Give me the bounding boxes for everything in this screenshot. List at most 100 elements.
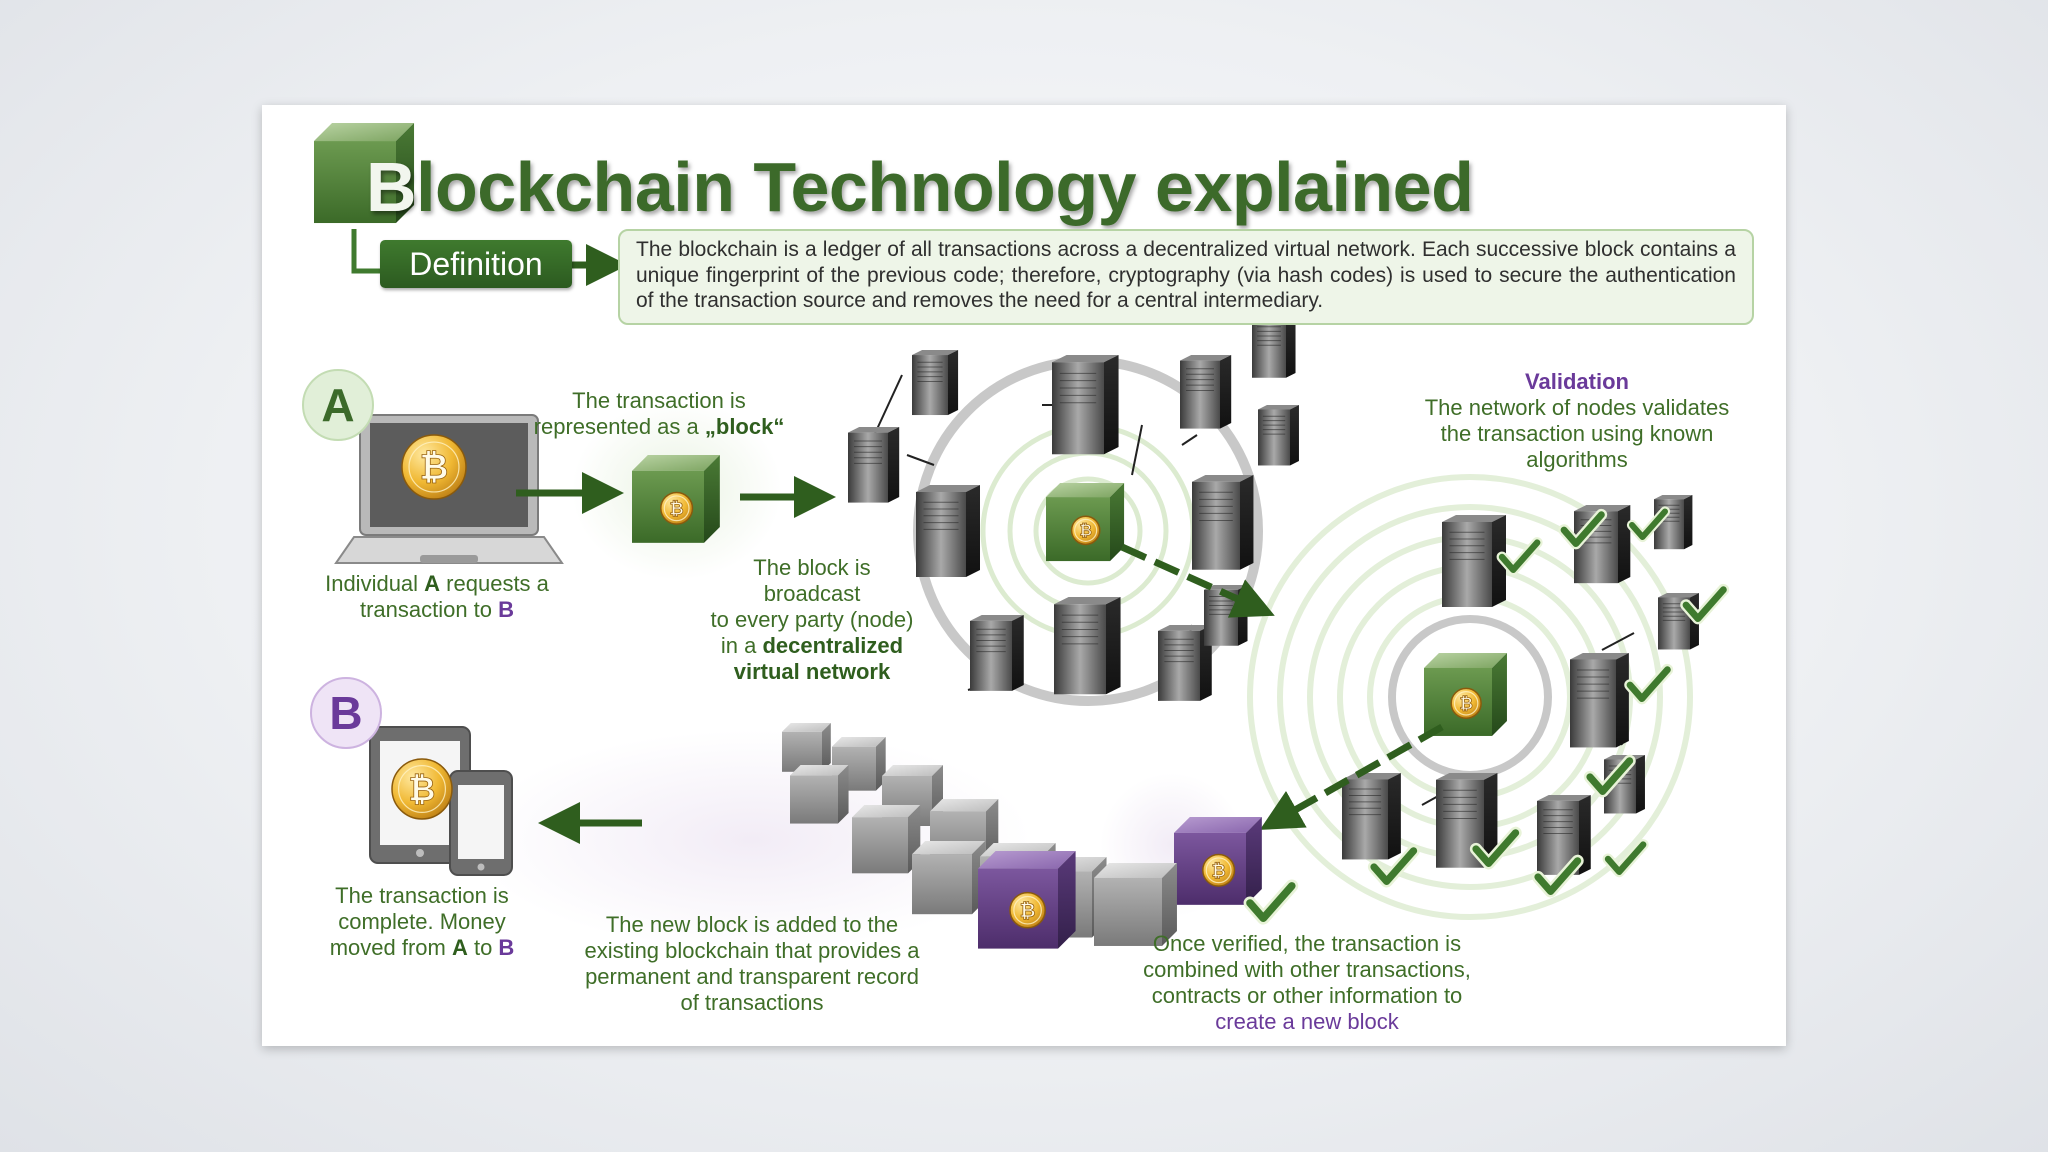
server-front xyxy=(1192,481,1240,570)
checkmark-icon xyxy=(1531,854,1584,898)
server-side xyxy=(1616,653,1629,748)
coin-rim xyxy=(1074,518,1098,542)
checkmark-icon xyxy=(1583,754,1636,798)
cube-top xyxy=(978,851,1076,869)
checkmark-icon xyxy=(1469,826,1522,870)
server-top xyxy=(1654,495,1693,500)
server-top xyxy=(1570,653,1629,660)
server-icon xyxy=(1436,773,1498,868)
server-side xyxy=(1238,585,1248,646)
coin-rim xyxy=(663,495,690,522)
block-line2-pre: represented as a xyxy=(533,414,705,439)
server-front xyxy=(970,620,1012,691)
coin-rim xyxy=(398,764,447,813)
arrow-network-to-validation xyxy=(1120,543,1275,618)
phone-button xyxy=(477,863,485,871)
checkmark-icon xyxy=(1367,844,1420,888)
server-icon xyxy=(1158,625,1212,701)
server-icon xyxy=(1574,505,1631,584)
server-side xyxy=(1286,315,1296,378)
request-pre: Individual xyxy=(325,571,425,596)
check-stroke xyxy=(1472,829,1520,867)
cube-top xyxy=(852,805,921,818)
server-front xyxy=(1570,659,1616,748)
validation-heading: Validation xyxy=(1525,369,1629,394)
complete-line1: The transaction is xyxy=(335,883,509,908)
server-top xyxy=(1658,593,1699,598)
validation-block-icon: ₿ xyxy=(1424,653,1507,736)
broadcast-block-icon: ₿ xyxy=(1046,483,1125,562)
check-stroke xyxy=(1682,586,1727,622)
laptop-icon: ₿ xyxy=(334,414,564,564)
cube-top xyxy=(1174,817,1262,833)
complete-b: B xyxy=(498,935,515,960)
chain-block-icon xyxy=(852,805,921,874)
validation-line3: algorithms xyxy=(1526,447,1628,472)
server-icon xyxy=(1054,597,1121,695)
marker-a: A xyxy=(302,369,374,441)
complete-to: to xyxy=(467,935,499,960)
cube-front xyxy=(1094,877,1162,946)
server-top xyxy=(1436,773,1498,780)
bitcoin-coin-icon xyxy=(1009,891,1046,929)
server-front xyxy=(1054,604,1106,695)
step-request-text: Individual A requests a transaction to B xyxy=(292,571,582,623)
broadcast-line4-bold: decentralized xyxy=(762,633,904,658)
cube-top xyxy=(632,455,720,471)
chain-block-icon xyxy=(1094,863,1177,946)
cube-side xyxy=(396,123,415,224)
bitcoin-coin-icon xyxy=(1202,853,1236,887)
step-complete-text: The transaction is complete. Money moved… xyxy=(302,883,542,961)
cube-front xyxy=(314,141,396,224)
cube-side xyxy=(838,765,849,824)
broadcast-line4-pre: in a xyxy=(720,633,763,658)
step-validation-text: Validation The network of nodes validate… xyxy=(1412,369,1742,473)
checkmark-icon xyxy=(1496,537,1543,576)
step-verified-text: Once verified, the transaction is combin… xyxy=(1122,931,1492,1035)
step-chain-text: The new block is added to the existing b… xyxy=(562,912,942,1016)
broadcast-line3: to every party (node) xyxy=(710,607,914,632)
cube-top xyxy=(912,841,986,855)
server-side xyxy=(1684,495,1693,550)
validation-line1: The network of nodes validates xyxy=(1424,395,1730,420)
server-side xyxy=(966,485,980,577)
cube-front xyxy=(912,854,972,915)
arrow-validation-to-new-block xyxy=(1259,723,1444,830)
block-line1: The transaction is xyxy=(572,388,746,413)
signal-ring xyxy=(1033,476,1143,586)
coin-rim xyxy=(1453,691,1479,716)
cube-side xyxy=(704,455,720,543)
broadcast-line5-bold: virtual network xyxy=(733,659,891,684)
server-top xyxy=(1537,795,1591,801)
validation-line2: the transaction using known xyxy=(1440,421,1714,446)
server-side xyxy=(1618,505,1631,584)
cube-top xyxy=(782,723,831,732)
verified-line2: combined with other transactions, xyxy=(1143,957,1471,982)
definition-button[interactable]: Definition xyxy=(380,240,572,288)
coin-rim xyxy=(1205,857,1232,884)
slide: ₿₿₿₿₿₿₿ Blockchain Technology explained … xyxy=(262,105,1786,1046)
title-rest: lockchain Technology explained xyxy=(416,148,1474,226)
server-side xyxy=(1484,773,1498,868)
broadcast-line1: The block is xyxy=(753,555,871,580)
chain-line4: of transactions xyxy=(680,990,824,1015)
check-stroke xyxy=(1629,508,1668,540)
checkmark-icon xyxy=(1626,506,1671,543)
server-top xyxy=(1054,597,1121,605)
coin-rim xyxy=(1013,895,1042,925)
step-block-text: The transaction is represented as a „blo… xyxy=(524,388,794,440)
step-broadcast-text: The block is broadcast to every party (n… xyxy=(702,555,922,685)
diagram-artwork: ₿₿₿₿₿₿₿ xyxy=(314,123,1730,950)
bitcoin-symbol-icon: ₿ xyxy=(1020,899,1036,922)
server-top xyxy=(1052,355,1119,363)
request-b: B xyxy=(498,597,515,622)
checkmark-icon xyxy=(1624,663,1674,705)
request-mid: requests a xyxy=(440,571,549,596)
cube-top xyxy=(1424,653,1507,668)
signal-ring xyxy=(1247,474,1693,920)
verified-line1: Once verified, the transaction is xyxy=(1152,931,1462,956)
checkmark-icon xyxy=(1602,839,1649,878)
cube-side xyxy=(1246,817,1262,905)
server-icon xyxy=(1342,773,1401,860)
check-stroke xyxy=(1604,841,1647,875)
